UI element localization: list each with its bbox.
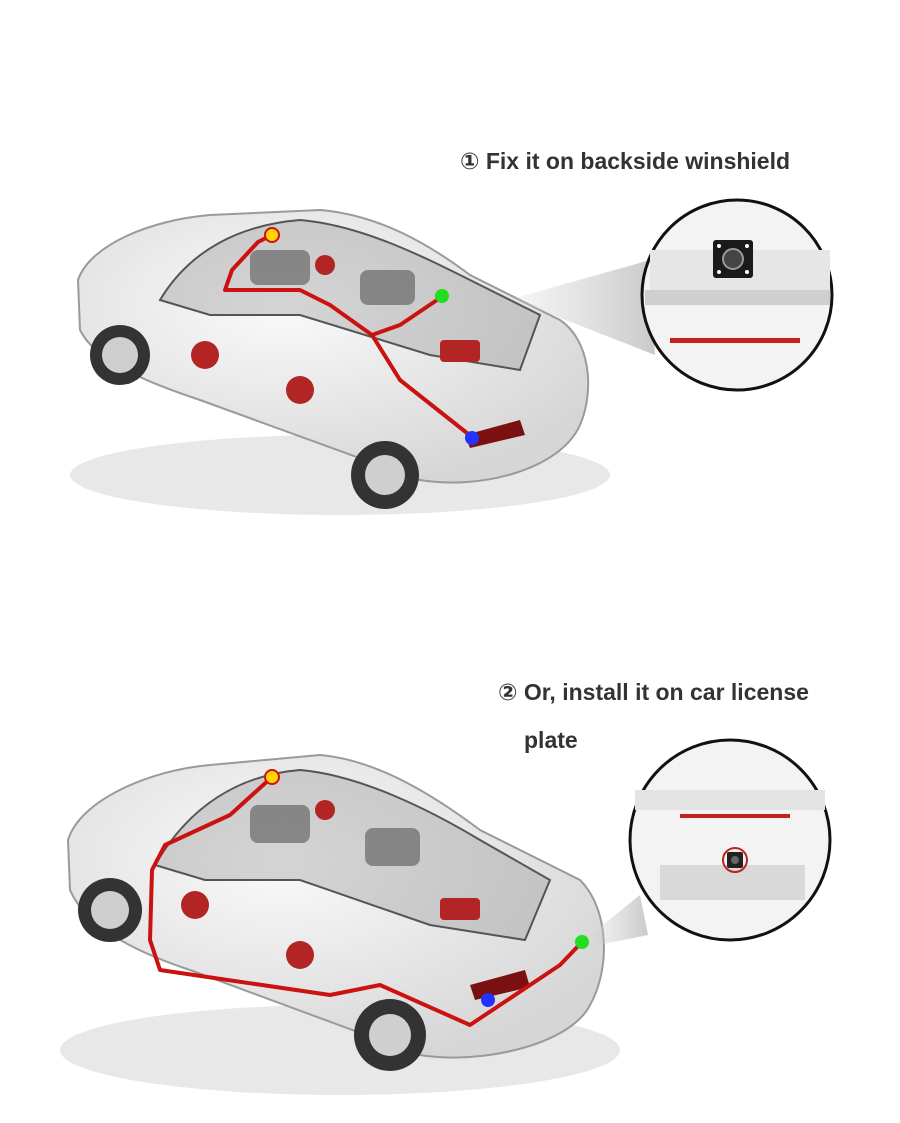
front-connection-dot bbox=[264, 227, 280, 243]
step-1-caption: ① Fix it on backside winshield bbox=[460, 148, 791, 174]
windshield-zoom-inset bbox=[640, 198, 834, 392]
rear-connection-dot bbox=[465, 431, 479, 445]
license-plate-install-illustration bbox=[60, 738, 832, 1095]
step-2-caption-continued: plate bbox=[524, 727, 578, 753]
license-plate-zoom-inset bbox=[628, 738, 832, 942]
wire-route bbox=[148, 775, 584, 1027]
windshield-install-illustration bbox=[70, 198, 834, 515]
rear-connection-dot bbox=[481, 993, 495, 1007]
front-connection-dot bbox=[264, 769, 280, 785]
wire-route bbox=[223, 233, 474, 439]
zoom-beam bbox=[515, 260, 655, 355]
mid-connection-dot bbox=[575, 935, 589, 949]
step-2-caption: ② Or, install it on car license bbox=[498, 679, 809, 705]
mid-connection-dot bbox=[435, 289, 449, 303]
car-illustration bbox=[60, 753, 620, 1095]
car-illustration bbox=[70, 208, 610, 515]
zoom-beam bbox=[590, 895, 648, 945]
